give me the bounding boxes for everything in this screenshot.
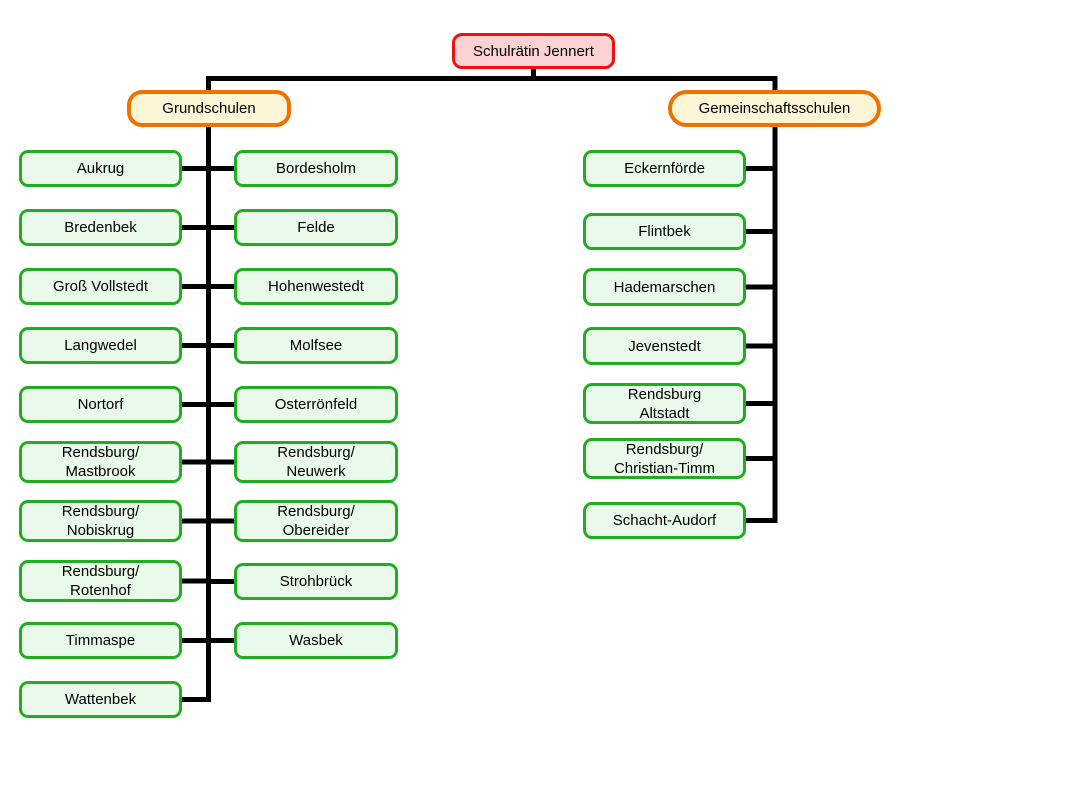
school-node-hohenwestedt: Hohenwestedt [234,268,398,305]
school-node-nortorf: Nortorf [19,386,182,423]
school-node-rendsburg-nobiskrug: Rendsburg/ Nobiskrug [19,500,182,542]
school-node-rendsburg-altstadt: Rendsburg Altstadt [583,383,746,424]
branch-node-grundschulen: Grundschulen [127,90,291,127]
school-node-flintbek: Flintbek [583,213,746,250]
school-node-rendsburg-rotenhof: Rendsburg/ Rotenhof [19,560,182,602]
school-node-molfsee: Molfsee [234,327,398,364]
school-node-langwedel: Langwedel [19,327,182,364]
root-node-schulraetin-jennert: Schulrätin Jennert [452,33,615,69]
school-node-eckernfoerde: Eckernförde [583,150,746,187]
school-node-osterroenfeld: Osterrönfeld [234,386,398,423]
school-node-schacht-audorf: Schacht-Audorf [583,502,746,539]
school-node-rendsburg-neuwerk: Rendsburg/ Neuwerk [234,441,398,483]
school-node-rendsburg-christian-timm: Rendsburg/ Christian-Timm [583,438,746,479]
school-node-bordesholm: Bordesholm [234,150,398,187]
school-node-rendsburg-mastbrook: Rendsburg/ Mastbrook [19,441,182,483]
school-node-bredenbek: Bredenbek [19,209,182,246]
school-node-rendsburg-obereider: Rendsburg/ Obereider [234,500,398,542]
school-node-jevenstedt: Jevenstedt [583,327,746,365]
school-node-felde: Felde [234,209,398,246]
school-node-timmaspe: Timmaspe [19,622,182,659]
school-node-hademarschen: Hademarschen [583,268,746,306]
school-node-gross-vollstedt: Groß Vollstedt [19,268,182,305]
school-node-wattenbek: Wattenbek [19,681,182,718]
school-node-strohbrueck: Strohbrück [234,563,398,600]
school-node-wasbek: Wasbek [234,622,398,659]
school-node-aukrug: Aukrug [19,150,182,187]
branch-node-gemeinschaftsschulen: Gemeinschaftsschulen [668,90,881,127]
